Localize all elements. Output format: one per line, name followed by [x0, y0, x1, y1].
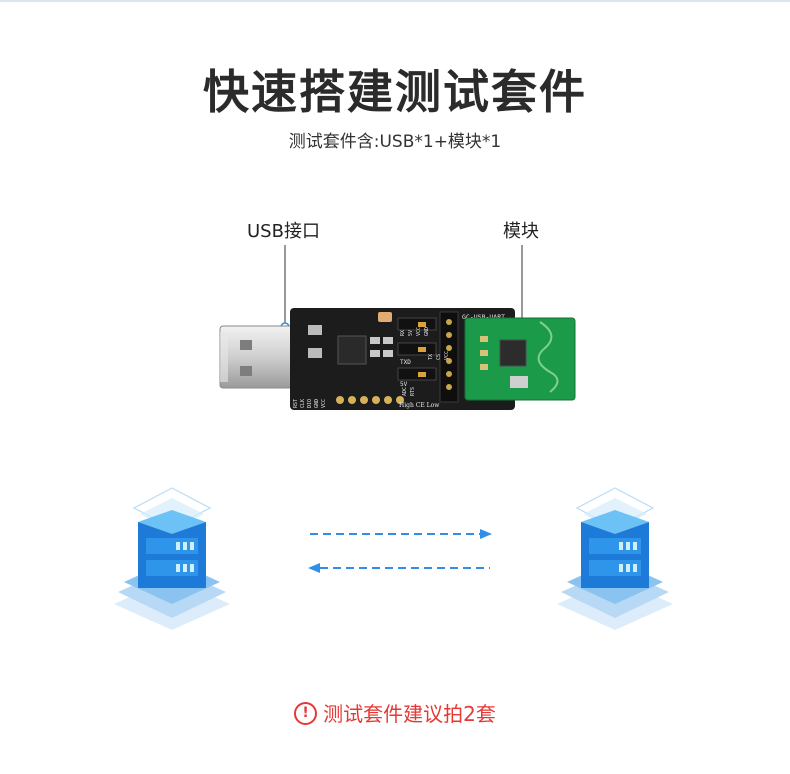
board-name-silk: GC-USB-UART	[462, 313, 505, 321]
hce-low-silk: High CE Low	[399, 402, 440, 409]
txd-silk: TXD	[400, 359, 411, 366]
module-chip	[499, 339, 527, 367]
pin-label-left: RST	[293, 399, 299, 408]
page-title: 快速搭建测试套件	[203, 65, 587, 119]
pin-label-mid: VCC	[444, 351, 450, 360]
pin-label-bottom: RTS	[410, 387, 416, 396]
page-subtitle: 测试套件含:USB*1+模块*1	[288, 132, 502, 152]
pin-label-mid: CS	[436, 354, 442, 360]
module-callout-label: 模块	[503, 221, 539, 242]
pin-label-left: GND	[314, 399, 320, 408]
recommendation-note: !测试套件建议拍2套	[0, 698, 790, 727]
pin-label-left: DIO	[307, 399, 313, 408]
pin-label-left: CLK	[300, 399, 306, 408]
pin-label-top: GND	[424, 327, 430, 336]
recommendation-text: 测试套件建议拍2套	[323, 702, 496, 726]
top-divider	[0, 0, 790, 2]
v5-silk: 5V	[400, 381, 408, 388]
pin-label-left: VCC	[321, 399, 327, 408]
server-stack-icon-right	[557, 487, 673, 630]
usb-adapter-board	[290, 308, 515, 410]
pin-label-mid: TX	[428, 354, 434, 360]
server-stack-icon-left	[114, 487, 230, 630]
pin-label-top: VCC	[416, 327, 422, 336]
data-transfer-arrows	[308, 529, 492, 573]
pin-label-top: RX	[400, 330, 406, 336]
pin-label-bottom: ADC	[402, 387, 408, 396]
pin-label-top: 5V	[408, 330, 414, 336]
usb-chip	[337, 335, 367, 365]
usb-callout-label: USB接口	[247, 221, 320, 242]
warning-icon: !	[294, 702, 318, 725]
